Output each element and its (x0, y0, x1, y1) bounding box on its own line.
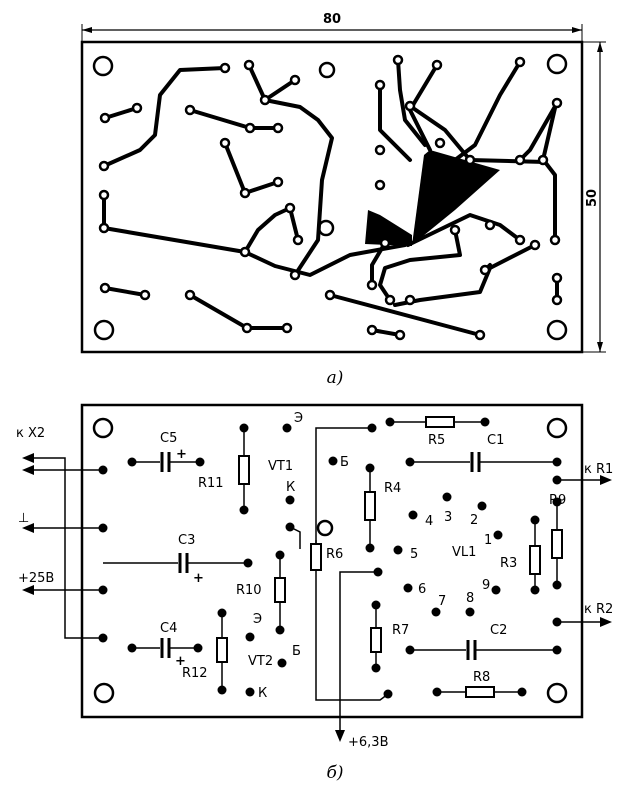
label-to-r1: к R1 (584, 462, 613, 477)
label-vt2-e: Э (253, 612, 262, 627)
label-r6: R6 (326, 547, 343, 562)
label-pin-4: 4 (425, 514, 433, 529)
svg-text:+: + (175, 654, 186, 669)
label-to-x2: к X2 (16, 426, 45, 441)
resistors (216, 416, 563, 698)
label-vt2-k: К (258, 686, 267, 701)
pcb-pads (98, 54, 563, 341)
label-c5: C5 (160, 431, 177, 446)
component-labels: к X2 ⊥ +25В к R1 к R2 +6,3В C5 R11 Э VT1… (16, 411, 613, 750)
label-c4: C4 (160, 621, 177, 636)
label-pin-2: 2 (470, 513, 478, 528)
polarity-marks: + + + (175, 447, 204, 669)
label-pin-1: 1 (484, 533, 492, 548)
label-vt2-b: Б (292, 644, 301, 659)
label-r7: R7 (392, 623, 409, 638)
label-vt1-b: Б (340, 455, 349, 470)
pcb-trace-layout: 80 50 (80, 12, 606, 388)
label-pin-8: 8 (466, 591, 474, 606)
copper-traces (102, 58, 559, 337)
pcb-board-outline (80, 40, 584, 354)
label-c2: C2 (490, 623, 507, 638)
height-dimension-label: 50 (585, 189, 600, 207)
label-r4: R4 (384, 481, 401, 496)
label-vl1: VL1 (452, 545, 476, 560)
caption-a: а) (327, 368, 344, 388)
copper-pour (365, 150, 500, 246)
label-pin-9: 9 (482, 578, 490, 593)
label-r5: R5 (428, 433, 445, 448)
label-c3: C3 (178, 533, 195, 548)
label-r9: R9 (549, 493, 566, 508)
label-vt2: VT2 (248, 654, 273, 669)
label-r12: R12 (182, 666, 208, 681)
label-vt1: VT1 (268, 459, 293, 474)
capacitors (160, 452, 481, 660)
mounting-holes-bottom (92, 417, 568, 704)
label-pin-7: 7 (438, 594, 446, 609)
label-plus-6-3v: +6,3В (348, 735, 389, 750)
width-dimension-label: 80 (323, 12, 341, 27)
arrows (22, 453, 612, 742)
label-c1: C1 (487, 433, 504, 448)
pcb-board-outline-bottom (80, 403, 584, 719)
svg-text:+: + (193, 571, 204, 586)
label-r10: R10 (236, 583, 262, 598)
label-pin-5: 5 (410, 547, 418, 562)
label-r11: R11 (198, 476, 224, 491)
width-dimension: 80 (81, 12, 583, 42)
label-pin-6: 6 (418, 582, 426, 597)
label-pin-3: 3 (444, 510, 452, 525)
label-r8: R8 (473, 670, 490, 685)
label-plus-25v: +25В (18, 571, 54, 586)
label-to-r2: к R2 (584, 602, 613, 617)
svg-text:+: + (176, 447, 187, 462)
component-pads (98, 417, 562, 699)
label-ground: ⊥ (18, 511, 29, 526)
component-placement: + + + (16, 403, 613, 783)
height-dimension: 50 (582, 41, 606, 353)
label-vt1-e: Э (294, 411, 303, 426)
caption-b: б) (326, 763, 343, 783)
label-r3: R3 (500, 556, 517, 571)
label-vt1-k: К (286, 480, 295, 495)
left-arrow-shafts (30, 457, 45, 591)
schematic-wires (45, 421, 600, 738)
